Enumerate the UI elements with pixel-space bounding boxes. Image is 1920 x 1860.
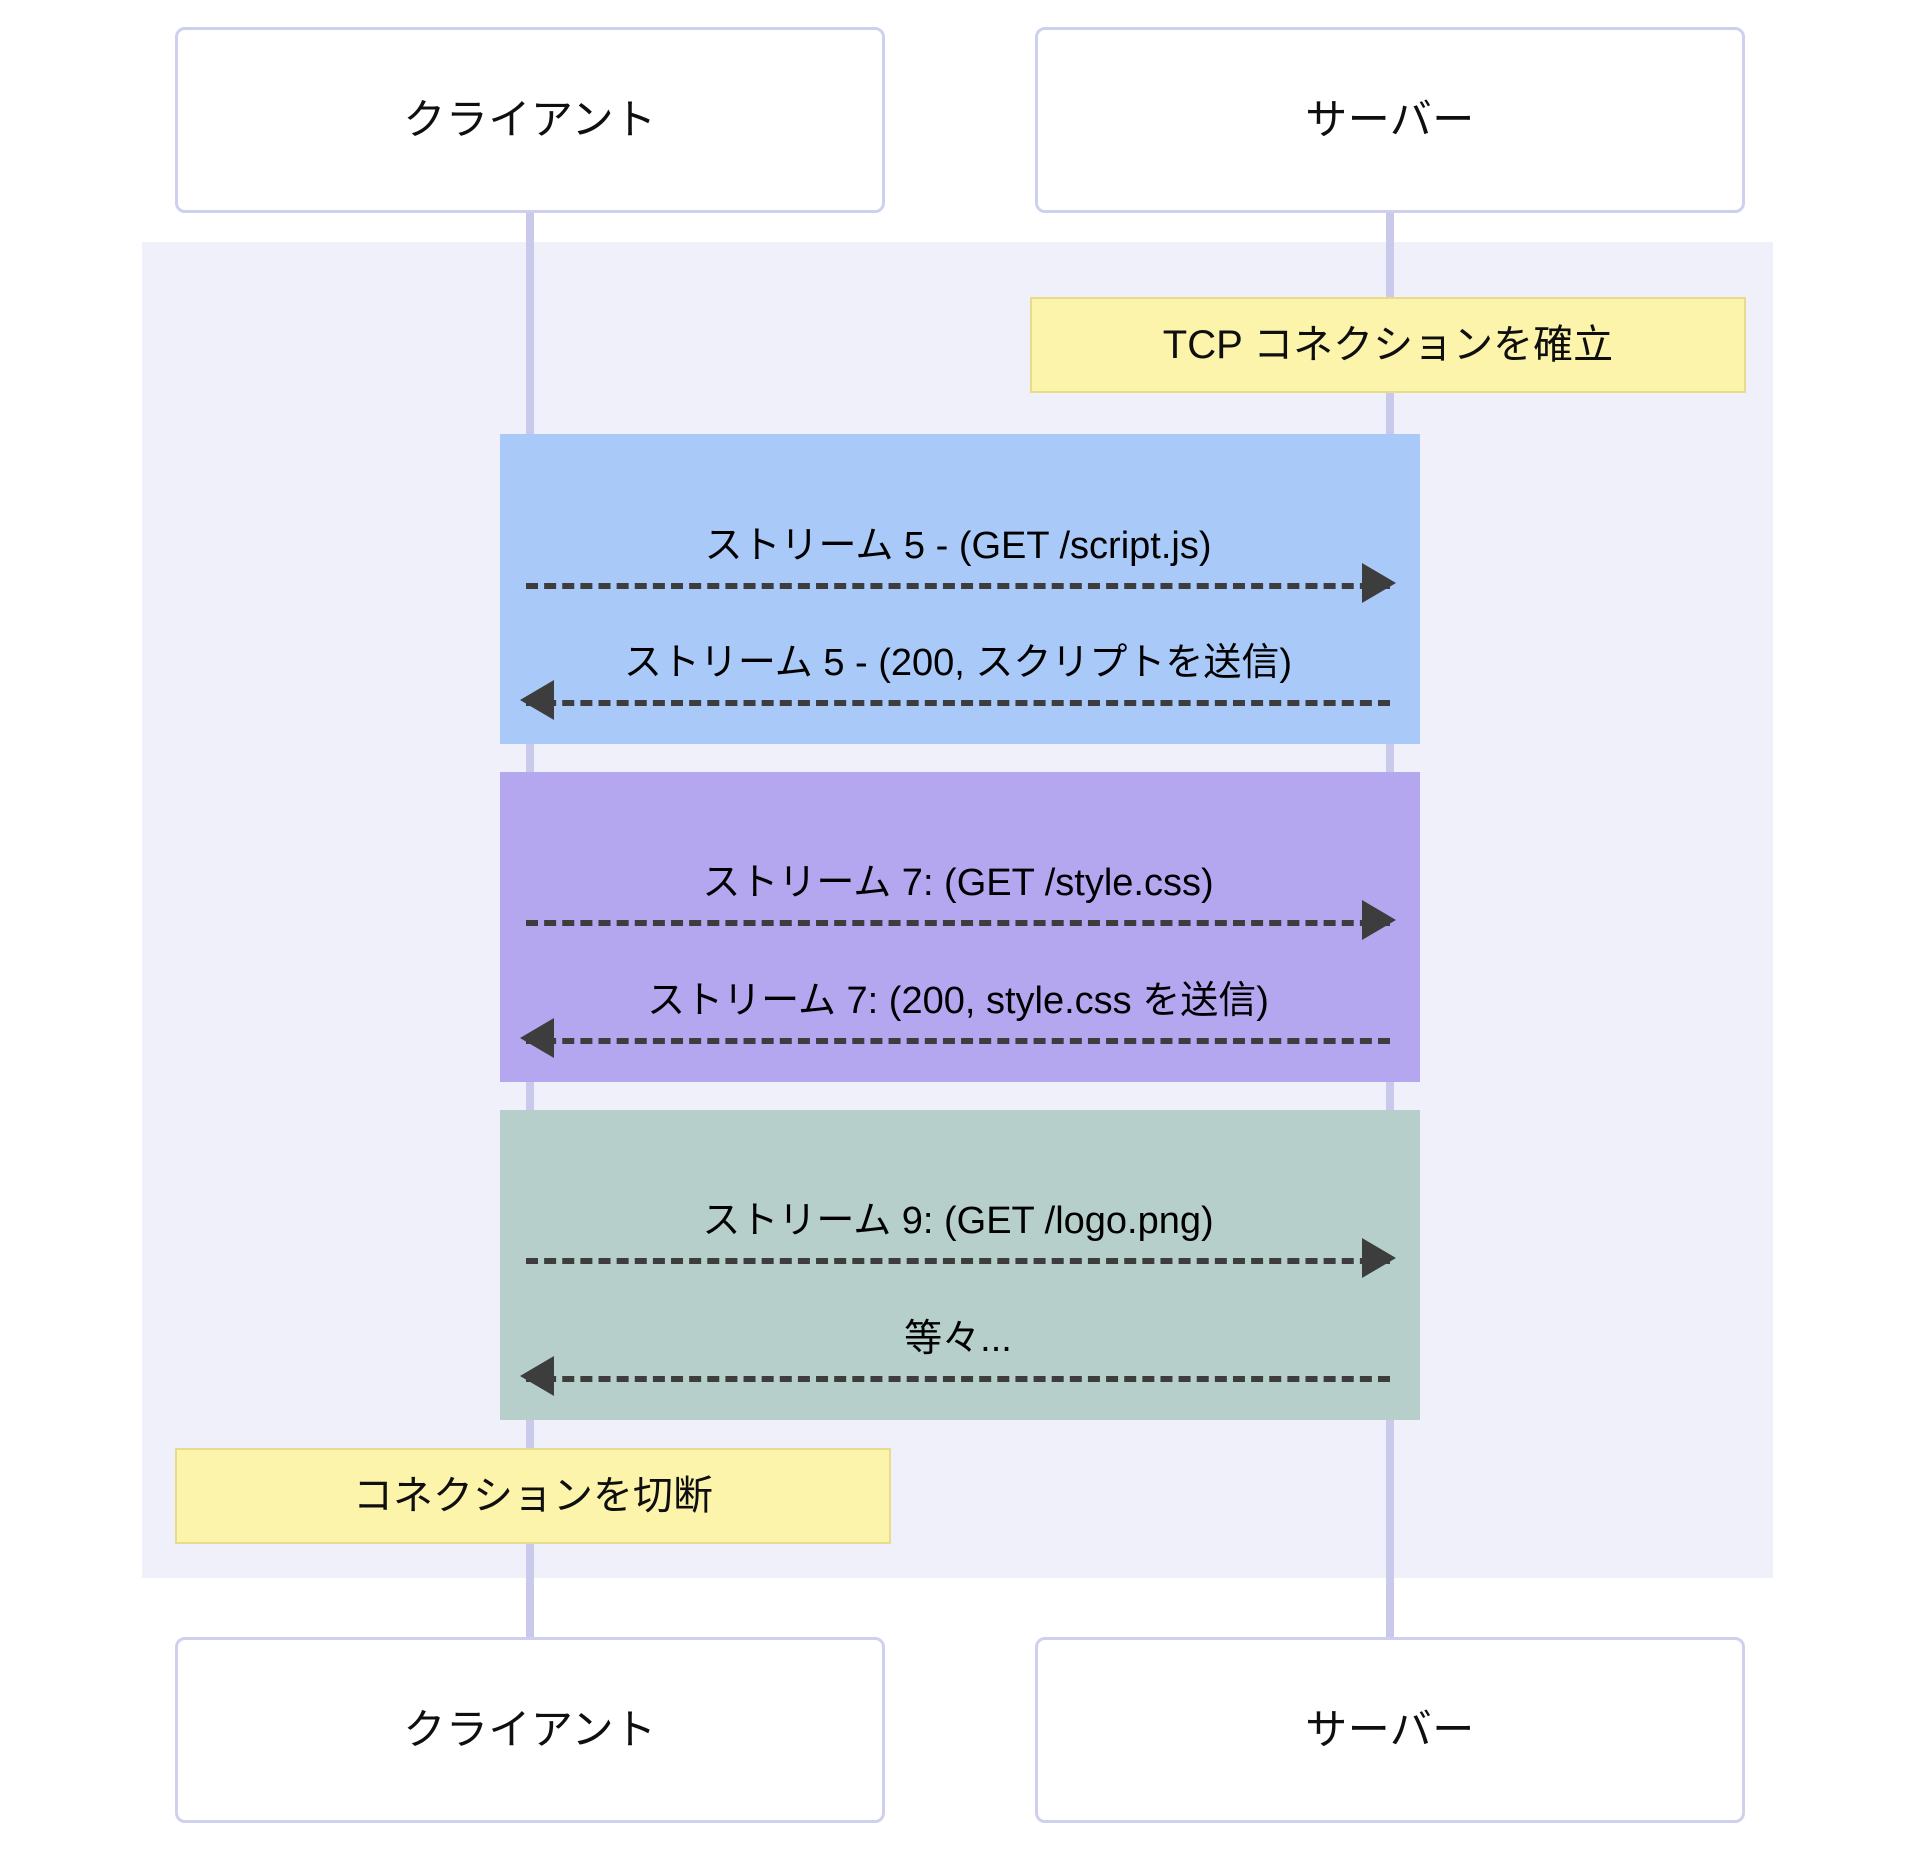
message-line-dashed xyxy=(526,920,1390,926)
message-line-dashed xyxy=(526,1258,1390,1264)
message-stream5-response-label: ストリーム 5 - (200, スクリプトを送信) xyxy=(623,642,1293,684)
participant-box-server-bottom[interactable]: サーバー xyxy=(1035,1637,1745,1823)
stream-block-stream9 xyxy=(500,1110,1420,1420)
message-stream7-request-label: ストリーム 7: (GET /style.css) xyxy=(702,862,1214,904)
participant-label-server-bottom: サーバー xyxy=(1305,1706,1475,1753)
note-tcp-establish-label: TCP コネクションを確立 xyxy=(1162,323,1614,367)
participant-label-client-top: クライアント xyxy=(403,96,657,143)
message-line-dashed xyxy=(526,583,1390,589)
stream-block-stream5 xyxy=(500,434,1420,744)
message-line-dashed xyxy=(526,1376,1390,1382)
arrowhead-left-icon xyxy=(520,1018,554,1058)
message-stream9-response-label: 等々... xyxy=(904,1318,1012,1360)
message-line-dashed xyxy=(526,1038,1390,1044)
participant-label-server-top: サーバー xyxy=(1305,96,1475,143)
participant-box-server-top[interactable]: サーバー xyxy=(1035,27,1745,213)
message-stream7-response-label: ストリーム 7: (200, style.css を送信) xyxy=(647,980,1269,1022)
message-line-dashed xyxy=(526,700,1390,706)
note-disconnect[interactable]: コネクションを切断 xyxy=(175,1448,891,1544)
note-disconnect-label: コネクションを切断 xyxy=(353,1474,713,1518)
message-stream5-request-label: ストリーム 5 - (GET /script.js) xyxy=(704,525,1212,567)
arrowhead-right-icon xyxy=(1362,563,1396,603)
arrowhead-right-icon xyxy=(1362,1238,1396,1278)
note-tcp-establish[interactable]: TCP コネクションを確立 xyxy=(1030,297,1746,393)
participant-box-client-top[interactable]: クライアント xyxy=(175,27,885,213)
arrowhead-left-icon xyxy=(520,1356,554,1396)
arrowhead-left-icon xyxy=(520,680,554,720)
message-stream9-request-label: ストリーム 9: (GET /logo.png) xyxy=(702,1200,1214,1242)
arrowhead-right-icon xyxy=(1362,900,1396,940)
participant-label-client-bottom: クライアント xyxy=(403,1706,657,1753)
stream-block-stream7 xyxy=(500,772,1420,1082)
participant-box-client-bottom[interactable]: クライアント xyxy=(175,1637,885,1823)
